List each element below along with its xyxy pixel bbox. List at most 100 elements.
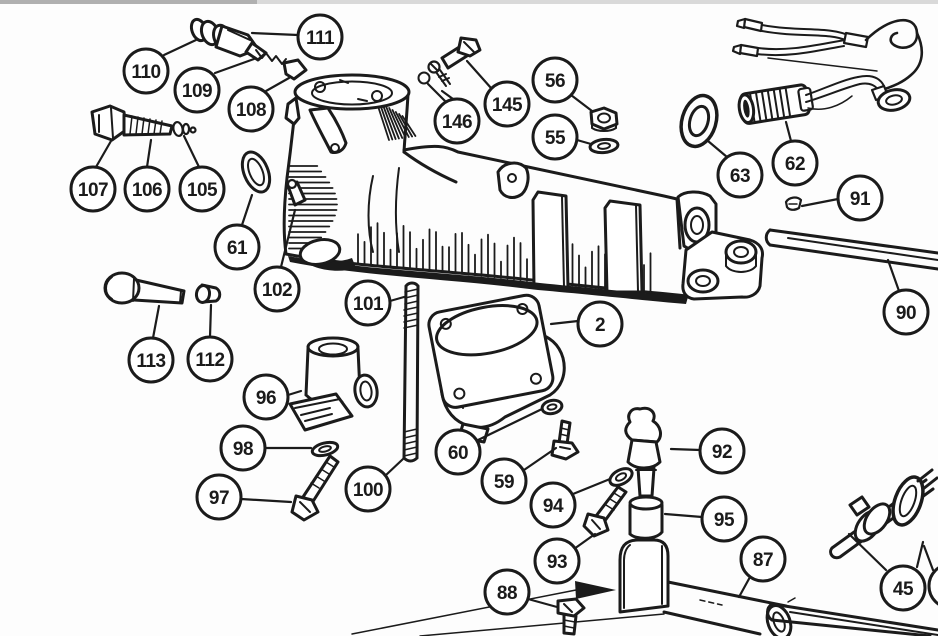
callout-105 [178,165,226,213]
part-screw-102 [286,178,307,207]
leader-line [465,59,493,90]
leader-line [737,575,752,599]
leader-line [526,597,559,609]
top-border-right [257,0,938,4]
part-nut-56 [589,106,619,132]
callout-111 [296,13,344,61]
part-oring-61-inner [247,157,265,187]
callout-number-98: 98 [233,439,253,460]
part-wiring-harness [731,17,924,112]
part-stud-100-101 [402,281,420,463]
leader-line [522,446,558,472]
callout-number-63: 63 [730,166,750,187]
callout-number-87: 87 [753,550,773,571]
leader-line [250,31,300,37]
leader-line [922,544,935,572]
callout-number-92: 92 [712,442,732,463]
callout-90 [882,288,930,336]
leader-line [886,258,901,293]
callout-113 [127,336,175,384]
leader-line [213,57,256,75]
callout-96 [242,373,290,421]
callout-55 [531,113,579,161]
leader-line [426,82,448,104]
part-washer-98 [310,440,340,458]
leader-line [182,134,201,169]
callout-number-110: 110 [131,62,160,83]
part-bolt-113 [103,271,186,305]
callout-number-91: 91 [850,189,871,210]
callout-101 [344,279,392,327]
callout-97 [195,473,243,521]
callout-number-106: 106 [132,180,162,201]
part-switch-62 [737,83,814,125]
part-screw-146 [417,60,451,87]
leader-line [240,193,254,227]
part-washer-55 [588,137,620,155]
leader-line [151,304,161,340]
leader-line [784,120,793,143]
callout-108 [227,85,275,133]
callout-number-96: 96 [256,388,276,409]
leader-line [474,407,544,443]
callout-110 [122,47,170,95]
callout-number-113: 113 [136,351,165,372]
callout-145 [483,80,531,128]
part-sleeve-95 [628,495,664,540]
leader-line [384,457,405,477]
parts-artwork [90,17,938,636]
callout-87 [739,535,787,583]
leader-line [575,138,593,146]
callout-61 [213,223,261,271]
part-oring-61 [240,150,272,194]
leader-line [569,93,594,113]
leader-line [239,497,293,504]
callout-number-105: 105 [187,180,218,201]
callout-number-112: 112 [195,350,224,371]
leader-line [847,532,888,572]
callout-partial [927,566,938,606]
callout-number-108: 108 [236,100,266,121]
part-bolt-145 [440,36,482,70]
leader-line [706,139,729,159]
callout-45 [879,564,927,612]
callout-number-109: 109 [182,81,212,102]
part-rod-90 [764,228,938,271]
callout-95 [700,495,748,543]
pointer-arrow [351,581,665,636]
callout-number-111: 111 [306,28,335,49]
leader-line [208,303,213,339]
callout-number-95: 95 [714,510,735,531]
callout-112 [186,335,234,383]
callout-number-101: 101 [353,294,384,315]
callout-100 [344,465,392,513]
part-washer-60 [540,398,564,416]
leader-line [669,447,702,452]
callout-number-146: 146 [442,112,472,133]
hatch-tower-right [375,99,417,141]
callout-number-94: 94 [543,496,564,517]
callout-59 [480,457,528,505]
callout-91 [836,174,884,222]
part-bolt-97 [290,454,340,522]
callout-number-2: 2 [595,315,605,336]
callout-98 [219,424,267,472]
top-border-left [0,0,257,4]
callout-number-56: 56 [545,71,565,92]
leader-line [571,477,612,496]
part-clip-91 [784,196,803,211]
callout-88 [483,568,531,616]
part-bolt-105-106-107 [90,104,197,142]
part-washer-94 [608,467,634,487]
part-cap-112 [194,283,222,304]
callout-number-145: 145 [492,95,523,116]
part-plug-108 [282,58,308,81]
callout-number-45: 45 [893,579,914,600]
callout-107 [69,165,117,213]
callout-92 [698,427,746,475]
callout-number-61: 61 [227,238,248,259]
callout-2 [576,300,624,348]
